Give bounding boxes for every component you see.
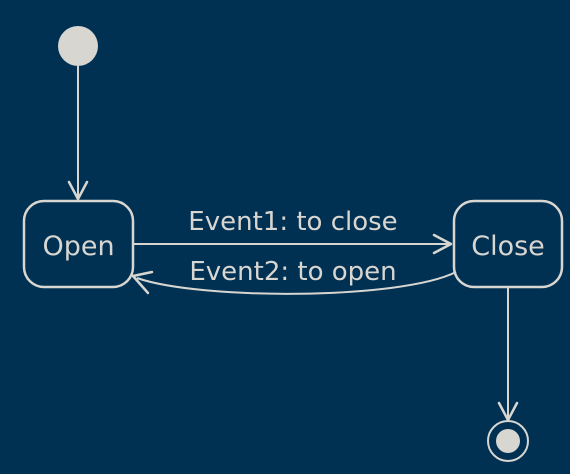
transition-close-to-open-label: Event2: to open	[189, 257, 396, 287]
final-state	[487, 420, 529, 462]
transition-open-to-close-label: Event1: to close	[188, 207, 397, 237]
initial-state	[58, 26, 98, 66]
state-open: Open	[22, 199, 135, 289]
transition-close-to-end	[497, 287, 519, 422]
transition-open-to-close: Event1: to close	[133, 207, 453, 255]
state-open-label: Open	[42, 231, 114, 262]
state-close: Close	[452, 199, 564, 289]
state-close-label: Close	[471, 231, 545, 262]
transition-start-to-open	[67, 66, 89, 201]
transition-close-to-open: Event2: to open	[131, 257, 457, 295]
